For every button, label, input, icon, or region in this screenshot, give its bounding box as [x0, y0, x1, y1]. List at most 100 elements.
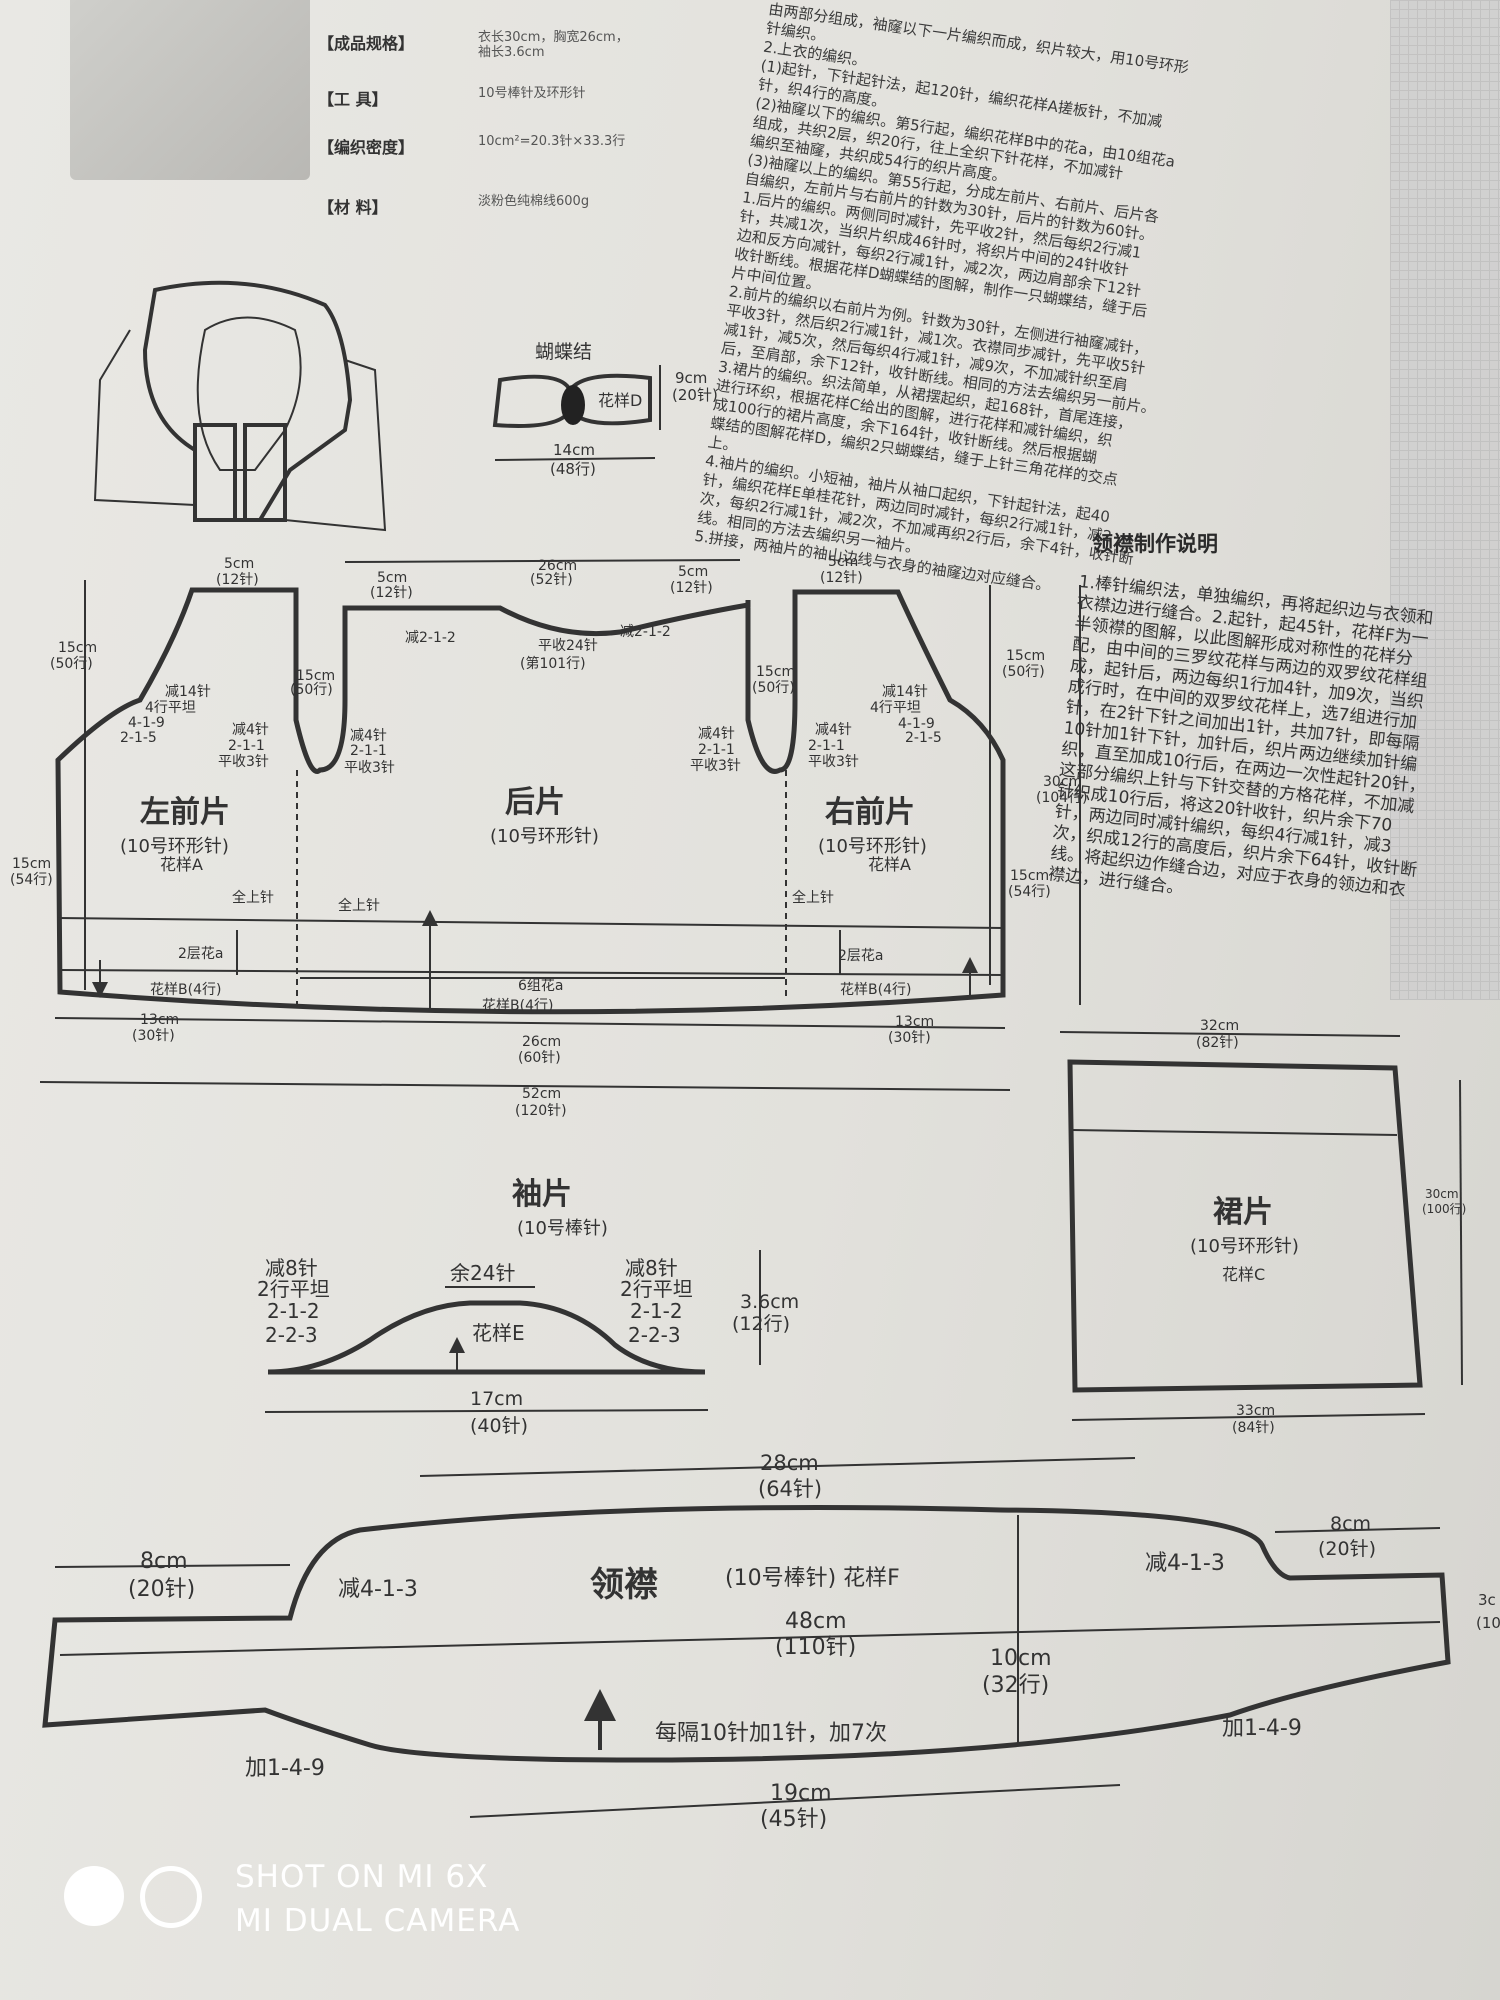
spec-size-label: 【成品规格】	[318, 34, 415, 53]
bowtie-height-n: (20针)	[672, 386, 718, 404]
bowtie-label: 花样D	[598, 391, 642, 410]
back-shoulder-right-cm: 5cm	[678, 564, 708, 580]
sleeve-title: 袖片	[512, 1177, 572, 1212]
camera-dot-filled-icon	[64, 1866, 124, 1926]
neck-dec-right-2: 4行平坦	[870, 700, 921, 716]
right-front-title: 右前片	[825, 795, 915, 830]
sleeve-height-rows: (12行)	[732, 1313, 790, 1335]
back-top-n: (52针)	[530, 572, 573, 588]
right-50rows: (50行)	[1002, 664, 1045, 680]
two-layer-right: 2层花a	[838, 948, 884, 964]
width-left-n: (30针)	[132, 1028, 175, 1044]
armhole-dec-left-3: 平收3针	[218, 754, 269, 770]
lower-right-cm: 15cm	[1010, 868, 1049, 884]
collar-length-cm: 48cm	[785, 1609, 847, 1634]
neck-dec-right-1: 减14针	[882, 684, 928, 700]
skirt-sub: (10号环形针)	[1190, 1236, 1299, 1257]
collar-inc-left: 加1-4-9	[245, 1756, 325, 1781]
armhole-left-rows: (50行)	[290, 682, 333, 698]
neck-dec-left-3: 4-1-9	[128, 715, 165, 731]
back-shoulder-left-cm: 5cm	[377, 570, 407, 586]
sleeve-height-cm: 3.6cm	[740, 1291, 799, 1313]
neck-dec-right-4: 2-1-5	[905, 730, 942, 746]
neck-dec-left-1: 减14针	[165, 684, 211, 700]
collar-increase-note: 每隔10针加1针，加7次	[655, 1721, 887, 1746]
vest-sketch	[93, 280, 387, 532]
neck-dec-left-2: 4行平坦	[145, 700, 196, 716]
sleeve-dec-left-4: 2-2-3	[265, 1323, 318, 1347]
armhole-dec-backr-2: 2-1-1	[698, 742, 735, 758]
right-15cm: 15cm	[1006, 648, 1045, 664]
shoulder-right-n: (12针)	[820, 570, 863, 586]
camera-dot-ring-icon	[140, 1866, 202, 1928]
watermark-line1: SHOT ON MI 6X	[235, 1859, 489, 1895]
bowtie-height: 9cm	[675, 369, 707, 387]
collar-end-height-cm: 3c	[1478, 1591, 1496, 1609]
hem-left: 花样B(4行)	[150, 982, 221, 998]
armhole-dec-backr-3: 平收3针	[690, 758, 741, 774]
skirt-bottom-cm: 33cm	[1236, 1403, 1275, 1419]
shoulder-left-cm: 5cm	[224, 556, 254, 572]
width-total-n: (120针)	[515, 1103, 567, 1119]
spec-density-label: 【编织密度】	[318, 138, 415, 157]
width-left-cm: 13cm	[140, 1012, 179, 1028]
armhole-left-cm: 15cm	[296, 668, 335, 684]
skirt-outline	[1067, 1059, 1423, 1393]
book-spine-grid	[1390, 0, 1500, 1000]
sleeve-dec-right-1: 减8针	[625, 1256, 678, 1280]
armhole-dec-backl-2: 2-1-1	[350, 743, 387, 759]
spec-material-label: 【材 料】	[318, 198, 388, 217]
collar-left-cm: 8cm	[140, 1549, 188, 1574]
skirt-height-rows: (100行)	[1422, 1202, 1466, 1216]
skirt-bottom-n: (84针)	[1232, 1420, 1275, 1436]
back-flat24: 平收24针	[538, 638, 598, 654]
shoulder-right-cm: 5cm	[828, 554, 858, 570]
collar-notes-title: 领襟制作说明	[1092, 532, 1218, 556]
body-inner-lines	[57, 770, 1004, 1010]
armhole-right-cm: 15cm	[756, 664, 795, 680]
skirt-top-n: (82针)	[1196, 1035, 1239, 1051]
back-dec-right: 减2-1-2	[620, 624, 671, 640]
sleeve-remain: 余24针	[450, 1261, 515, 1285]
sleeve-dec-right-4: 2-2-3	[628, 1323, 681, 1347]
watermark-line2: MI DUAL CAMERA	[235, 1903, 521, 1939]
sleeve-dec-right-3: 2-1-2	[630, 1299, 683, 1323]
left-front-title: 左前片	[140, 795, 230, 830]
collar-dec-left: 减4-1-3	[338, 1577, 418, 1602]
all-knit-2: 全上针	[338, 897, 380, 914]
lower-left-cm: 15cm	[12, 856, 51, 872]
sleeve-dec-left-3: 2-1-2	[267, 1299, 320, 1323]
garment-photo	[70, 0, 310, 180]
left-front-sub: (10号环形针)	[120, 836, 229, 857]
sleeve-width-cm: 17cm	[470, 1388, 523, 1410]
collar-title: 领襟	[590, 1565, 658, 1605]
width-right-n: (30针)	[888, 1030, 931, 1046]
collar-sub: (10号棒针) 花样F	[725, 1566, 900, 1591]
spec-density-value: 10cm²=20.3针×33.3行	[478, 134, 626, 149]
armhole-dec-right-3: 平收3针	[808, 754, 859, 770]
collar-length-n: (110针)	[775, 1635, 856, 1660]
body-outline	[55, 587, 1006, 1015]
collar-right-n: (20针)	[1318, 1538, 1376, 1560]
back-shoulder-right-n: (12针)	[670, 580, 713, 596]
total-30cm: 30cm	[1043, 774, 1082, 790]
back-row101: (第101行)	[520, 655, 586, 672]
camera-watermark: SHOT ON MI 6X MI DUAL CAMERA	[235, 1855, 520, 1943]
collar-inc-right: 加1-4-9	[1222, 1716, 1302, 1741]
back-shoulder-left-n: (12针)	[370, 585, 413, 601]
sleeve-pattern: 花样E	[472, 1321, 525, 1345]
right-front-sub: (10号环形针)	[818, 836, 927, 857]
armhole-dec-backl-1: 减4针	[350, 728, 387, 744]
skirt-top-cm: 32cm	[1200, 1018, 1239, 1034]
two-layer-left: 2层花a	[178, 946, 224, 962]
collar-height-rows: (32行)	[982, 1673, 1049, 1698]
spec-tools-label: 【工 具】	[318, 90, 388, 109]
sleeve-dec-left-1: 减8针	[265, 1256, 318, 1280]
sleeve-width-n: (40针)	[470, 1415, 528, 1437]
hem-center: 花样B(4行)	[482, 998, 553, 1014]
bowtie-diagram	[492, 365, 661, 461]
collar-bottom-cm: 19cm	[770, 1781, 832, 1806]
lower-right-rows: (54行)	[1008, 884, 1051, 900]
width-center-cm: 26cm	[522, 1034, 561, 1050]
